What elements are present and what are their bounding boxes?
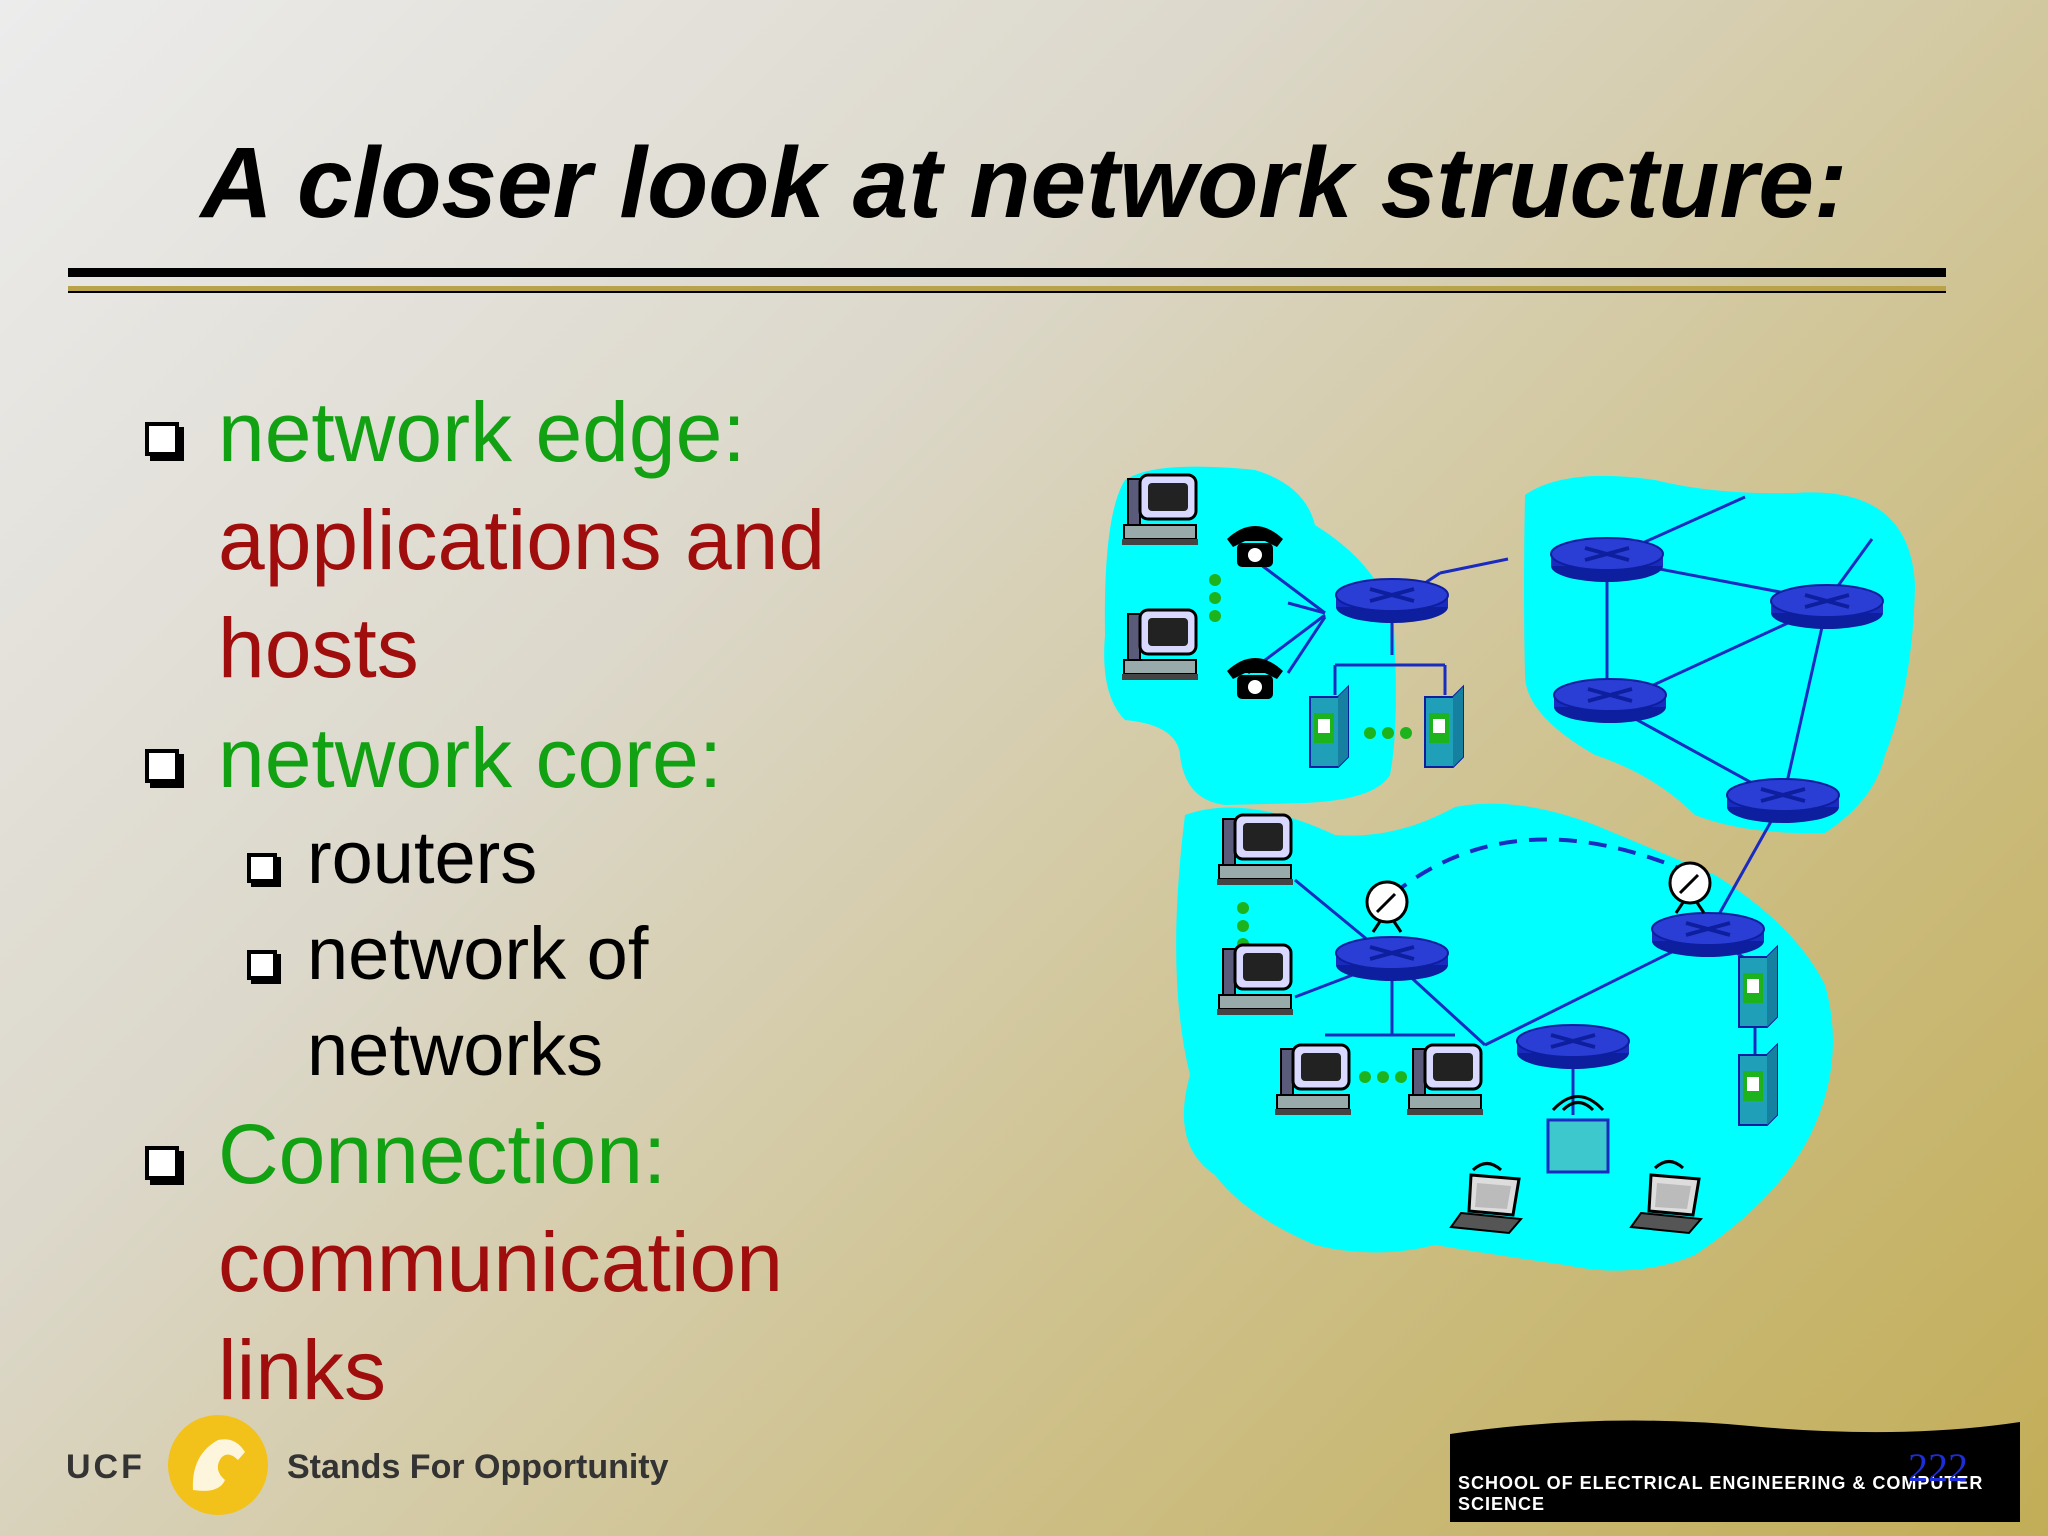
bullet-box-icon [145, 749, 179, 783]
page-number: 222 [1908, 1445, 1968, 1490]
router-icon [1769, 583, 1885, 631]
bullet-box-icon [145, 422, 179, 456]
desktop-icon [1405, 1043, 1485, 1117]
server-icon [1424, 686, 1464, 768]
wireless-base-station-icon [1546, 1118, 1610, 1174]
bullet-3-line-3: links [218, 1323, 387, 1417]
bullet-box-icon [145, 1146, 179, 1180]
ucf-wordmark: UCF [66, 1448, 145, 1486]
page-title: A closer look at network structure: [200, 127, 1848, 239]
desktop-icon [1120, 608, 1200, 682]
sub-bullet-routers: routers [307, 816, 538, 899]
router-icon [1650, 911, 1766, 959]
bullet-3-line-2: communication [218, 1215, 783, 1309]
server-icon [1738, 946, 1778, 1028]
bullet-2-line-1: network core: [218, 711, 723, 805]
router-icon [1552, 677, 1668, 725]
router-icon [1549, 536, 1665, 584]
title-divider [68, 268, 1946, 277]
sub-bullet-box-icon [247, 950, 277, 980]
sub-bullet-box-icon [247, 853, 277, 883]
bullet-1-line-3: hosts [218, 601, 419, 695]
router-icon [1334, 935, 1450, 983]
sub-bullet-network-of-networks-line-2: networks [307, 1008, 604, 1091]
router-icon [1515, 1023, 1631, 1071]
school-banner-text: SCHOOL OF ELECTRICAL ENGINEERING & COMPU… [1458, 1473, 1984, 1514]
title-divider-accent [68, 286, 1946, 293]
desktop-icon [1215, 813, 1295, 887]
server-icon [1738, 1044, 1778, 1126]
desktop-icon [1273, 1043, 1353, 1117]
desktop-icon [1120, 473, 1200, 547]
sub-bullet-network-of-networks-line-1: network of [307, 912, 649, 995]
school-banner [1450, 1420, 2020, 1522]
bullet-1-line-2: applications and [218, 493, 826, 587]
bullet-list: network edge: applications and hosts net… [0, 0, 1000, 1536]
ucf-knight-logo [168, 1415, 268, 1515]
network-diagram [1104, 466, 1915, 1271]
ucf-tagline: Stands For Opportunity [287, 1448, 669, 1486]
server-icon [1309, 686, 1349, 768]
bullet-1-line-1: network edge: [218, 385, 746, 479]
bullet-3-line-1: Connection: [218, 1107, 667, 1201]
router-icon [1334, 577, 1450, 625]
router-icon [1725, 777, 1841, 825]
desktop-icon [1215, 943, 1295, 1017]
